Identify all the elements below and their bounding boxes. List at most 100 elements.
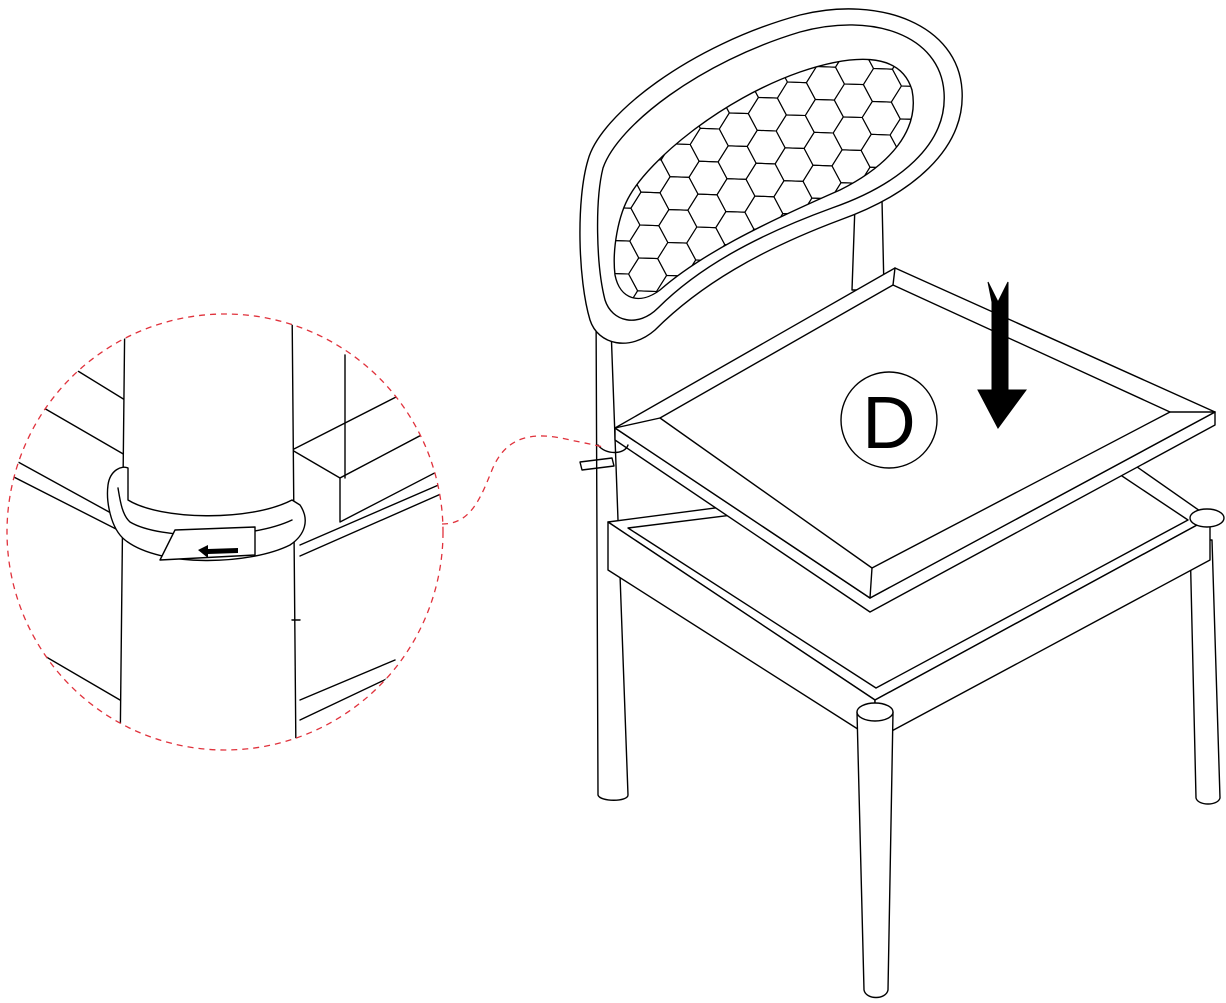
hexagon-cell <box>1029 239 1067 273</box>
hexagon-cell <box>544 239 582 273</box>
detail-view <box>6 313 444 751</box>
hexagon-cell <box>455 318 493 352</box>
hexagon-cell <box>536 469 574 503</box>
hexagon-cell <box>563 519 601 553</box>
hexagon-cell <box>547 140 585 174</box>
hexagon-cell <box>494 39 532 72</box>
hexagon-cell <box>638 0 676 28</box>
hexagon-cell <box>712 276 753 299</box>
hexagon-cell <box>459 219 497 253</box>
hexagon-cell <box>520 90 558 124</box>
hexagon-cell <box>542 304 580 338</box>
hexagon-cell <box>517 188 555 222</box>
hexagon-cell <box>1087 208 1125 242</box>
hexagon-cell <box>1001 222 1039 256</box>
hexagon-cell <box>543 271 581 305</box>
hexagon-cell <box>1038 0 1076 9</box>
hexagon-cell <box>348 116 386 150</box>
hexagon-cell <box>1000 254 1038 288</box>
hexagon-cell <box>1059 191 1097 225</box>
hexagon-cell <box>1032 140 1070 174</box>
hexagon-cell <box>1061 125 1099 159</box>
hexagon-cell <box>482 368 520 402</box>
hexagon-cell <box>1003 156 1041 190</box>
hexagon-cell <box>724 0 762 15</box>
hexagon-cell <box>1063 59 1101 93</box>
hexagon-cell <box>581 0 619 26</box>
hexagon-cell <box>798 263 839 298</box>
hexagon-cell <box>1060 158 1098 192</box>
hexagon-cell <box>523 24 561 58</box>
hexagon-cell <box>712 310 750 344</box>
callout-connector <box>441 435 604 525</box>
hexagon-cell <box>667 0 705 13</box>
hexagon-cell <box>493 72 531 106</box>
hexagon-cell <box>889 118 914 153</box>
hexagon-cell <box>509 418 547 452</box>
hexagon-cell <box>457 285 495 319</box>
hexagon-cell <box>1118 127 1156 161</box>
hexagon-cell <box>1091 77 1129 111</box>
back-leg-right <box>1189 539 1221 805</box>
hexagon-cell <box>1065 26 1103 60</box>
hexagon-cell <box>1008 24 1046 58</box>
hexagon-cell <box>512 320 550 354</box>
hexagon-cell <box>945 187 983 221</box>
hexagon-cell <box>460 186 498 220</box>
hexagon-cell <box>695 0 733 30</box>
hexagon-cell <box>1002 189 1040 223</box>
hexagon-cell <box>551 41 589 74</box>
hexagon-cell <box>483 335 521 369</box>
hexagon-cell <box>1031 173 1069 207</box>
hexagon-cell <box>973 204 1011 238</box>
hexagon-cell <box>461 153 499 187</box>
hexagon-cell <box>891 59 914 88</box>
hexagon-cell <box>376 134 414 168</box>
hexagon-cell <box>515 254 553 288</box>
hexagon-cell <box>491 105 529 139</box>
hexagon-cell <box>1033 107 1071 140</box>
hexagon-cell <box>518 155 556 189</box>
hexagon-cell <box>511 353 549 387</box>
hexagon-cell <box>975 138 1013 172</box>
hexagon-cell <box>800 230 840 266</box>
hexagon-cell <box>545 206 583 240</box>
hexagon-cell <box>537 436 575 470</box>
hexagon-cell <box>1145 177 1183 211</box>
hexagon-cell <box>458 252 496 286</box>
hexagon-cell <box>431 202 469 236</box>
hexagon-cell <box>740 294 781 299</box>
hexagon-cell <box>487 237 525 271</box>
hexagon-cell <box>1006 57 1044 91</box>
hexagon-cell <box>378 101 416 135</box>
hexagon-cell <box>433 136 471 170</box>
hexagon-cell <box>916 202 954 236</box>
hexagon-cell <box>564 486 602 520</box>
hexagon-cell <box>915 235 953 269</box>
hexagon-cell <box>519 122 557 155</box>
hexagon-cell <box>540 337 578 371</box>
hexagon-cell <box>636 59 676 62</box>
front-leg-left <box>856 702 894 999</box>
hexagon-cell <box>614 90 617 126</box>
hexagon-cell <box>741 261 782 296</box>
down-arrow-icon <box>977 281 1027 429</box>
hexagon-cell <box>1090 109 1128 142</box>
hexagon-cell <box>944 220 982 254</box>
hexagon-cell <box>609 10 647 44</box>
hexagon-cell <box>1034 75 1072 109</box>
hexagon-cell <box>522 57 560 91</box>
hexagon-cell <box>1116 193 1154 227</box>
hexagon-cell <box>980 7 1018 41</box>
hexagon-cell <box>979 40 1017 74</box>
hexagon-cell <box>488 204 526 238</box>
hexagon-cell <box>769 278 810 299</box>
hexagon-cell <box>538 403 576 437</box>
hexagon-cell <box>625 357 663 391</box>
hexagon-cell <box>486 269 524 303</box>
hexagon-cell <box>683 326 721 360</box>
hexagon-cell <box>1027 272 1065 306</box>
hexagon-cell <box>552 8 590 42</box>
hexagon-cell <box>430 235 468 269</box>
